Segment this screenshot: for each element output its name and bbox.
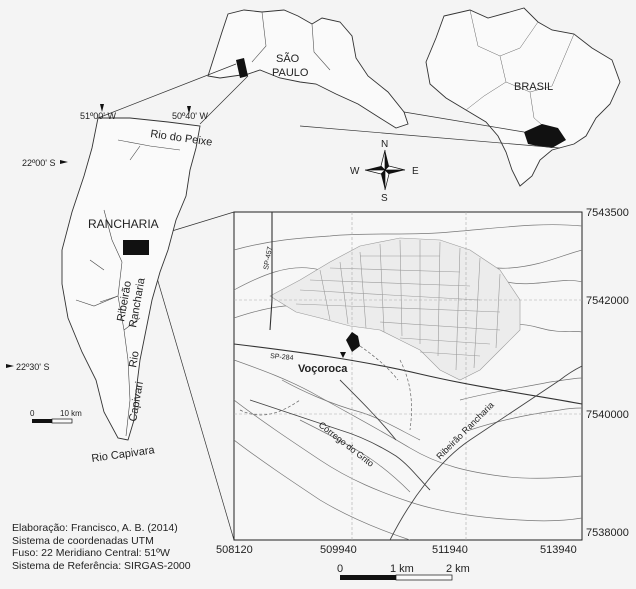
streams (249, 365, 582, 540)
sp-internal-lines (251, 11, 331, 71)
easting-tick-2: 509940 (320, 544, 357, 556)
coordinate-ticks (6, 104, 191, 368)
small-scale-bar (32, 418, 73, 424)
compass-n: N (381, 139, 388, 150)
credit-zone: Fuso: 22 Meridiano Central: 51ºW (12, 547, 170, 559)
sao-paulo-in-brazil (524, 124, 566, 148)
road-sp284-label: SP-284 (270, 353, 294, 362)
country-label: BRASIL (514, 81, 553, 93)
brazil-state-lines (465, 9, 575, 131)
compass-w: W (350, 166, 360, 177)
northing-tick-3: 7540000 (586, 409, 629, 421)
lat-2230-label: 22º30' S (16, 362, 50, 372)
large-scale-two: 2 km (446, 563, 470, 575)
large-scale-bar (340, 574, 453, 581)
urban-area (269, 237, 521, 381)
vocoroca-arrow (340, 352, 346, 358)
northing-tick-4: 7538000 (586, 527, 629, 539)
compass-s: S (381, 193, 388, 204)
northing-tick-1: 7543500 (586, 207, 629, 219)
small-scale-ten: 10 km (60, 409, 82, 418)
road-sp457-label: SP-457 (263, 246, 274, 270)
lon-51-label: 51º00' W (80, 111, 117, 121)
vocoroca-label: Voçoroca (298, 363, 348, 375)
small-scale-zero: 0 (30, 409, 35, 418)
easting-tick-1: 508120 (216, 544, 253, 556)
compass-rose (364, 149, 406, 191)
credit-datum: Sistema de Referência: SIRGAS-2000 (12, 559, 191, 572)
large-scale-one: 1 km (390, 563, 414, 575)
study-area-marker (123, 240, 149, 255)
map-credits: Elaboração: Francisco, A. B. (2014) Sist… (12, 522, 191, 572)
credit-author: Elaboração: Francisco, A. B. (2014) (12, 522, 178, 534)
northing-tick-2: 7542000 (586, 295, 629, 307)
municipality-label: RANCHARIA (88, 217, 159, 231)
state-label-line2: PAULO (272, 67, 309, 79)
compass-e: E (412, 166, 419, 177)
credit-coordinate-system: Sistema de coordenadas UTM (12, 534, 154, 547)
state-label-line1: SÃO (276, 52, 300, 65)
sao-paulo-state-outline (207, 9, 409, 129)
easting-tick-3: 511940 (432, 544, 468, 556)
large-scale-zero: 0 (337, 563, 343, 575)
contour-lines (234, 224, 582, 540)
dashed-trails (239, 345, 412, 431)
municipality-rivers (75, 139, 181, 437)
detail-map (233, 211, 583, 541)
river-capivara-label: Rio Capivara (91, 444, 157, 465)
brazil-outline (425, 7, 621, 187)
lon-5040-label: 50º40' W (172, 111, 209, 121)
rancharia-in-sp-marker (236, 58, 248, 78)
easting-tick-4: 513940 (540, 544, 577, 556)
rancharia-municipality-outline (61, 117, 201, 441)
vocoroca-site (346, 332, 360, 352)
river-capivari-line1: Rio (127, 350, 142, 368)
lat-22-label: 22º00' S (22, 158, 56, 168)
